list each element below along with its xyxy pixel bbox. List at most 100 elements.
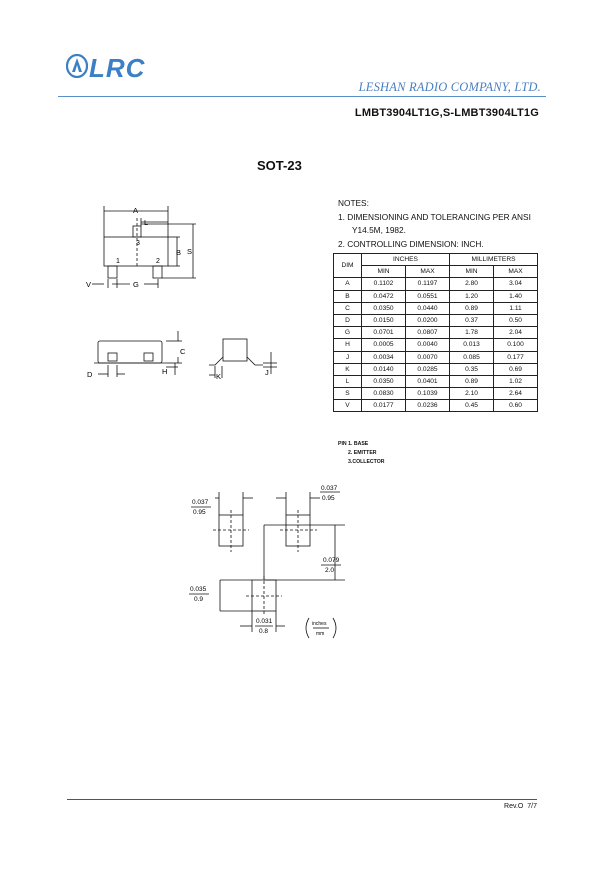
table-cell-mm-min: 0.37 [449, 313, 494, 328]
note-1: 1. DIMENSIONING AND TOLERANCING PER ANSI [338, 211, 531, 222]
table-cell-mm-min: 0.89 [449, 374, 494, 389]
pin-3-desc: 3.COLLECTOR [348, 458, 385, 465]
lrc-logo-icon [66, 54, 88, 78]
table-cell-in-min: 0.0350 [361, 301, 406, 315]
table-cell-mm-max: 0.69 [493, 362, 538, 376]
table-cell-dim: J [333, 350, 362, 364]
table-cell-in-max: 0.1039 [405, 387, 450, 401]
note-1-continued: Y14.5M, 1982. [352, 225, 406, 236]
table-cell-mm-min: 1.78 [449, 326, 494, 340]
table-cell-in-max: 0.1197 [405, 277, 450, 291]
table-cell-dim: V [333, 399, 362, 413]
table-cell-mm-min: 0.35 [449, 362, 494, 376]
table-cell-dim: A [333, 277, 362, 291]
footprint-pad-width-right-in: 0.037 [321, 485, 338, 492]
dim-label-c: C [180, 347, 186, 356]
dim-label-k: K [216, 372, 221, 381]
min-header: MIN [361, 265, 406, 279]
package-top-view-drawing: A L B S V G 3 1 2 [86, 206, 196, 289]
pin-2-label: 2 [156, 258, 160, 265]
footprint-width-in: 0.031 [256, 618, 273, 625]
dim-label-a: A [133, 206, 138, 215]
dim-label-v: V [86, 280, 91, 289]
footprint-pitch-in: 0.079 [323, 557, 340, 564]
notes-heading: NOTES: [338, 198, 369, 208]
dim-label-d: D [87, 370, 93, 379]
pin-description: PIN 1. BASE 2. EMITTER 3.COLLECTOR [338, 440, 385, 466]
footprint-pad-width-left-in: 0.037 [192, 499, 209, 506]
table-cell-mm-max: 1.02 [493, 374, 538, 389]
pin-2-desc: 2. EMITTER [348, 449, 377, 456]
note-2: 2. CONTROLLING DIMENSION: INCH. [338, 238, 484, 249]
table-cell-in-max: 0.0200 [405, 313, 450, 328]
package-side-view-drawing: C H D [87, 331, 186, 379]
table-cell-in-min: 0.0034 [361, 350, 406, 364]
table-cell-in-max: 0.0551 [405, 289, 450, 303]
table-cell-dim: K [333, 362, 362, 376]
table-cell-in-max: 0.0070 [405, 350, 450, 364]
footprint-pad-width-right-mm: 0.95 [322, 495, 335, 502]
table-cell-in-max: 0.0440 [405, 301, 450, 315]
table-cell-in-max: 0.0285 [405, 362, 450, 376]
dim-label-j: J [265, 368, 269, 377]
dim-label-b: B [176, 248, 181, 257]
pin-1-label: 1 [116, 258, 120, 265]
table-cell-dim: B [333, 289, 362, 303]
footer-divider [67, 799, 537, 800]
solder-footprint-drawing: 0.037 0.95 0.037 0.95 0.079 2.0 0.035 0.… [189, 485, 345, 639]
table-cell-mm-max: 0.60 [493, 399, 538, 413]
table-cell-mm-min: 1.20 [449, 289, 494, 303]
dim-label-g: G [133, 280, 139, 289]
dim-label-s: S [187, 247, 192, 256]
package-title: SOT-23 [257, 158, 302, 173]
table-cell-mm-max: 3.04 [493, 277, 538, 291]
table-cell-in-min: 0.0472 [361, 289, 406, 303]
footprint-pad-height-in: 0.035 [190, 586, 207, 593]
table-cell-mm-max: 2.04 [493, 326, 538, 340]
dim-label-l: L [144, 218, 148, 227]
table-cell-mm-min: 0.085 [449, 350, 494, 364]
table-cell-mm-max: 0.100 [493, 338, 538, 352]
table-cell-dim: H [333, 338, 362, 352]
table-cell-in-max: 0.0807 [405, 326, 450, 340]
footer: Rev.O 7/7 [504, 803, 537, 810]
part-number: LMBT3904LT1G,S-LMBT3904LT1G [354, 107, 539, 119]
package-end-view-drawing: K J [209, 338, 277, 381]
table-cell-mm-min: 2.80 [449, 277, 494, 291]
millimeters-column-header: MILLIMETERS [449, 252, 538, 267]
table-cell-mm-max: 0.177 [493, 350, 538, 364]
table-cell-in-min: 0.0150 [361, 313, 406, 328]
table-cell-in-max: 0.0040 [405, 338, 450, 352]
logo-text: LRC [89, 53, 146, 83]
table-cell-mm-max: 0.50 [493, 313, 538, 328]
table-cell-in-min: 0.0830 [361, 387, 406, 401]
table-cell-mm-max: 1.40 [493, 289, 538, 303]
table-cell-in-min: 0.1102 [361, 277, 406, 291]
table-cell-dim: L [333, 374, 362, 389]
table-cell-mm-max: 2.64 [493, 387, 538, 401]
unit-inches: inches [312, 621, 327, 627]
table-cell-mm-min: 2.10 [449, 387, 494, 401]
table-cell-dim: G [333, 326, 362, 340]
footprint-pad-height-mm: 0.9 [194, 596, 203, 603]
header-divider [58, 96, 546, 97]
table-cell-mm-min: 0.45 [449, 399, 494, 413]
company-name: LESHAN RADIO COMPANY, LTD. [358, 80, 541, 94]
unit-mm: mm [316, 631, 324, 637]
footprint-pitch-mm: 2.0 [325, 567, 334, 574]
table-cell-mm-max: 1.11 [493, 301, 538, 315]
table-cell-dim: C [333, 301, 362, 315]
table-cell-mm-min: 0.013 [449, 338, 494, 352]
table-cell-in-min: 0.0177 [361, 399, 406, 413]
table-cell-in-min: 0.0701 [361, 326, 406, 340]
revision: Rev.O [504, 803, 524, 810]
